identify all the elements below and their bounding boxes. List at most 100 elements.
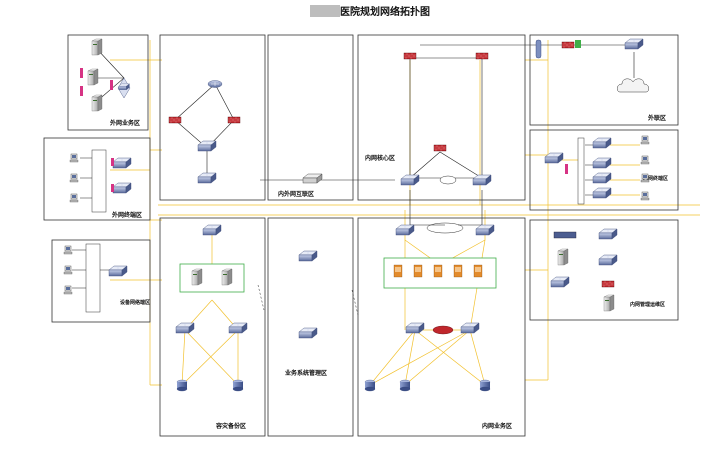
- switch-icon: [592, 157, 612, 169]
- firewall-icon: [168, 116, 182, 124]
- zone-ext-link: [529, 34, 679, 126]
- ext-core-devices: [168, 80, 241, 184]
- storage-icon: [479, 379, 491, 392]
- pc-icon: [63, 285, 73, 295]
- zone-in-business: [357, 217, 526, 437]
- switch-icon: [228, 322, 248, 334]
- firewall-icon: [601, 280, 615, 288]
- zone-disaster: [159, 217, 266, 437]
- ext-business-tags: [80, 68, 113, 96]
- switch-icon: [475, 224, 495, 236]
- zone-inout-link: [267, 34, 354, 201]
- switch-stack: [85, 243, 101, 313]
- disaster-devices: [175, 224, 248, 392]
- switch-icon: [460, 322, 480, 334]
- zone-frames: [43, 34, 679, 437]
- firewall-icon: [475, 52, 489, 60]
- zone-ext-business: [67, 34, 149, 131]
- storage-icon: [176, 379, 188, 392]
- router-icon: [207, 80, 223, 88]
- switch-icon: [405, 322, 425, 334]
- switch-icon: [112, 157, 132, 169]
- zone-label-ext-terminal: 外网终端区: [111, 211, 142, 219]
- device-net-devices: [63, 243, 128, 313]
- storage-icon: [232, 379, 244, 392]
- firewall-icon: [227, 116, 241, 124]
- server-icon: [91, 94, 103, 112]
- app-server-icon: [433, 264, 443, 278]
- tag-marker: [111, 158, 114, 166]
- pc-icon: [640, 173, 650, 183]
- zone-label-ext-link: 外联区: [647, 114, 666, 122]
- server-icon: [557, 248, 569, 266]
- storage-icon: [364, 379, 376, 392]
- storage-icon: [399, 379, 411, 392]
- zone-ext-core: [159, 34, 266, 201]
- pc-icon: [69, 153, 79, 163]
- zone-label-biz-mgmt: 业务系统管理区: [285, 369, 327, 377]
- in-terminal-devices: [544, 135, 650, 205]
- tag-marker: [565, 164, 568, 174]
- zone-label-ext-business: 外网业务区: [109, 119, 140, 127]
- storage-network-icon: [432, 325, 454, 335]
- pc-icon: [63, 265, 73, 275]
- app-server-icon: [453, 264, 463, 278]
- zone-biz-mgmt: [267, 217, 354, 437]
- zone-device-net: [51, 239, 151, 323]
- router-icon: [117, 77, 131, 99]
- server-icon: [87, 68, 99, 86]
- tag-marker: [80, 86, 83, 96]
- switch-icon: [197, 172, 217, 184]
- pc-icon: [63, 245, 73, 255]
- zone-label-in-terminal: 内网终端区: [643, 175, 668, 182]
- tag-marker: [111, 184, 114, 192]
- biz-mgmt-devices: [298, 250, 318, 339]
- core-switch-icon: [400, 174, 420, 186]
- firewall-icon: [561, 41, 575, 49]
- tag-marker: [110, 80, 113, 90]
- server-icon: [603, 294, 615, 312]
- zone-label-disaster: 容灾备份区: [215, 422, 246, 430]
- switch-icon: [598, 254, 618, 266]
- switch-icon: [112, 182, 132, 194]
- pc-icon: [640, 155, 650, 165]
- app-server-icon: [413, 264, 423, 278]
- core-switch-icon: [472, 174, 492, 186]
- tag-marker: [80, 68, 83, 78]
- app-server-icon: [473, 264, 483, 278]
- appliance-icon: [553, 231, 577, 239]
- zone-label-in-manage: 内网管理运维区: [630, 301, 665, 308]
- server-icon: [91, 38, 103, 56]
- pc-icon: [640, 135, 650, 145]
- switch-icon: [202, 224, 222, 236]
- switch-stack: [577, 137, 585, 205]
- isolation-icon: [535, 39, 542, 59]
- ext-link-devices: [535, 38, 649, 93]
- pc-icon: [640, 191, 650, 201]
- gateway-icon: [575, 40, 581, 48]
- pc-icon: [69, 173, 79, 183]
- switch-icon: [624, 38, 644, 50]
- gateway-icon: [302, 173, 323, 184]
- ext-business-devices: [80, 38, 131, 112]
- inout-devices: [302, 173, 323, 184]
- redacted-logo-block: [310, 5, 340, 17]
- switch-icon: [395, 224, 415, 236]
- zone-label-device-net: 设备网络端区: [120, 299, 150, 306]
- zone-ext-terminal: [43, 137, 151, 221]
- pc-icon: [69, 193, 79, 203]
- in-manage-devices: [550, 228, 618, 312]
- firewall-icon: [433, 144, 447, 152]
- zone-label-in-business: 内网业务区: [482, 422, 512, 430]
- switch-icon: [175, 322, 195, 334]
- server-icon: [221, 268, 233, 286]
- link-group-icon: [439, 175, 457, 185]
- switch-icon: [550, 276, 570, 288]
- diagram-title-text: 医院规划网络拓扑图: [340, 5, 430, 18]
- zone-labels: 外网业务区 外网终端区 设备网络端区 外联区 内网核心区 内外网互联区 内网终端…: [109, 114, 668, 430]
- switch-icon: [598, 228, 618, 240]
- link-layer: [72, 40, 700, 386]
- zone-in-terminal: [529, 129, 679, 211]
- in-business-devices: [364, 222, 497, 392]
